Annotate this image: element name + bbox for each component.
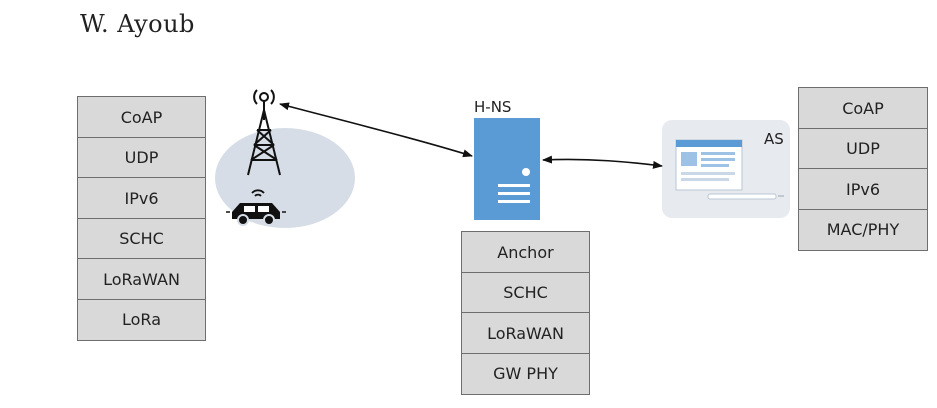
application-window-icon: [662, 120, 790, 218]
device-layer-lora: LoRa: [77, 298, 206, 341]
device-layer-lorawan: LoRaWAN: [77, 258, 206, 300]
device-layer-udp: UDP: [77, 136, 206, 179]
hns-layer-anchor: Anchor: [461, 231, 590, 273]
hns-to-as-arrow: [542, 155, 663, 169]
tower-to-hns-arrow: [279, 102, 473, 158]
as-layer-mac-phy: MAC/PHY: [798, 208, 928, 251]
as-layer-ipv6: IPv6: [798, 168, 928, 210]
hns-layer-gw-phy: GW PHY: [461, 352, 590, 395]
as-layer-udp: UDP: [798, 127, 928, 170]
as-layer-coap: CoAP: [798, 87, 928, 129]
hns-protocol-stack: Anchor SCHC LoRaWAN GW PHY: [461, 231, 590, 395]
car-icon: [226, 189, 286, 226]
server-icon: [474, 118, 540, 220]
hns-layer-lorawan: LoRaWAN: [461, 312, 590, 354]
as-label: AS: [764, 130, 784, 148]
author-name: W. Ayoub: [80, 10, 195, 38]
cell-tower-icon: [247, 89, 281, 176]
hns-label: H-NS: [474, 98, 512, 116]
as-protocol-stack: CoAP UDP IPv6 MAC/PHY: [798, 87, 928, 251]
device-protocol-stack: CoAP UDP IPv6 SCHC LoRaWAN LoRa: [77, 96, 206, 341]
device-layer-coap: CoAP: [77, 96, 206, 138]
hns-layer-schc: SCHC: [461, 271, 590, 314]
device-layer-ipv6: IPv6: [77, 177, 206, 219]
device-layer-schc: SCHC: [77, 217, 206, 260]
